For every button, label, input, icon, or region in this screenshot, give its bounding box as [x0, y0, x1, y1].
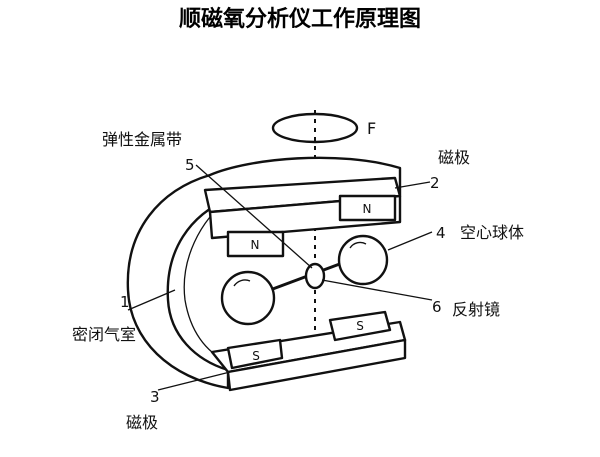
label-num-2: 2: [430, 174, 440, 192]
leader-2: [394, 181, 431, 189]
pole-s-left: [226, 338, 284, 370]
leader-4: [387, 231, 433, 251]
leader-3: [157, 371, 231, 391]
leader-6: [321, 279, 433, 301]
leader-5: [195, 164, 313, 269]
diagram-title: 顺磁氧分析仪工作原理图: [179, 6, 421, 32]
sphere-left-highlight: [233, 279, 251, 287]
mirror-center: [304, 262, 326, 290]
sphere-right-highlight: [349, 241, 367, 249]
label-num-1: 1: [120, 293, 130, 311]
label-pole-bottom: 磁极: [126, 413, 158, 432]
label-chamber: 密闭气室: [72, 325, 136, 344]
pole-s-right: [328, 310, 392, 342]
label-num-4: 4: [436, 224, 446, 242]
pole-n-right: [338, 194, 397, 222]
sphere-right: [337, 234, 389, 286]
label-num-3: 3: [150, 388, 160, 406]
label-mirror: 反射镜: [452, 300, 500, 319]
pole-n-left-label: N: [251, 238, 260, 252]
chamber-inner-curve: [183, 197, 231, 363]
label-num-6: 6: [432, 298, 442, 316]
label-sphere: 空心球体: [460, 223, 524, 242]
magnet-c-body: [126, 156, 402, 390]
label-num-5: 5: [185, 156, 195, 174]
dumbbell-bar: [261, 260, 346, 295]
pole-n-left: [226, 230, 285, 258]
bottom-pole-front-face: [226, 338, 407, 392]
pole-s-right-label: S: [356, 319, 364, 333]
label-F: F: [367, 119, 376, 138]
leader-1: [127, 289, 176, 311]
pole-s-left-label: S: [252, 349, 260, 363]
label-pole-top: 磁极: [438, 148, 470, 167]
label-belt: 弹性金属带: [102, 130, 182, 149]
pole-n-right-label: N: [363, 202, 372, 216]
